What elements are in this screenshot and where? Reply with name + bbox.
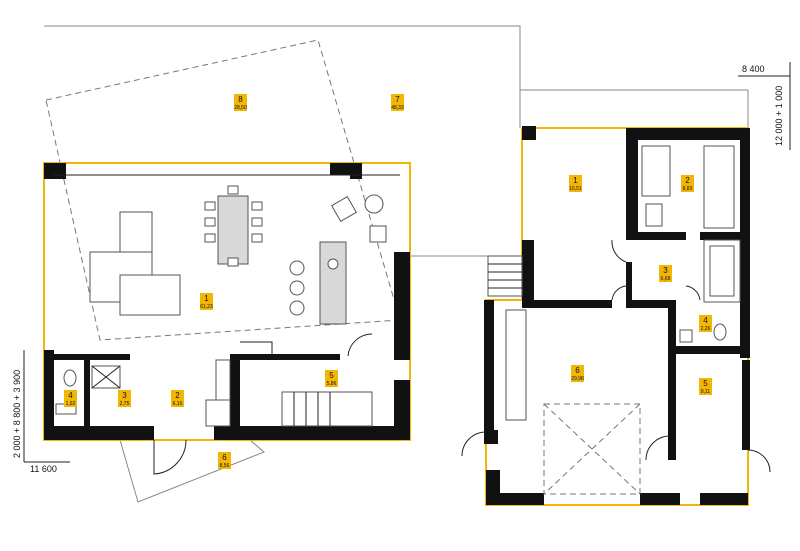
room-label-g6: 6 8,56: [218, 452, 231, 469]
kitchen-island: [289, 241, 347, 325]
upper-door-3: [685, 285, 701, 301]
dimension-right: 8 400 12 000 + 1 000: [738, 62, 791, 150]
upper-door-4: [645, 435, 671, 461]
svg-text:6,16: 6,16: [173, 401, 183, 407]
room-label-g3: 3 2,75: [118, 390, 131, 407]
svg-text:8: 8: [238, 95, 243, 104]
svg-text:6: 6: [222, 453, 227, 462]
upper-door-2: [611, 285, 627, 301]
svg-text:6,68: 6,68: [661, 276, 671, 282]
room-label-u1: 1 16,51: [569, 175, 582, 192]
svg-text:7: 7: [395, 95, 400, 104]
svg-text:4: 4: [68, 391, 73, 400]
upper-floor-walls: [484, 126, 750, 505]
svg-text:8,11: 8,11: [701, 389, 711, 395]
svg-text:4: 4: [703, 316, 708, 325]
terrace-outline-right: [520, 89, 749, 128]
ground-floor-walls: [44, 163, 410, 440]
svg-text:1: 1: [573, 176, 578, 185]
dining-table: [204, 185, 263, 267]
room-label-g8: 8 28,50: [234, 94, 247, 111]
armchairs: [331, 194, 387, 243]
svg-text:12 000 + 1 000: 12 000 + 1 000: [774, 86, 784, 146]
bathroom-fixtures: [679, 239, 741, 343]
entry-outline: [119, 439, 265, 503]
svg-text:5: 5: [329, 371, 334, 380]
upper-stair: [487, 255, 527, 421]
dimension-left: 2 000 + 8 800 + 3 900 11 600: [12, 350, 70, 474]
upper-door-1: [611, 239, 627, 263]
room-label-u6: 6 29,98: [571, 365, 584, 382]
upper-door-6: [747, 449, 771, 473]
svg-text:28,50: 28,50: [234, 105, 247, 111]
room-label-u5: 5 8,11: [699, 378, 712, 395]
svg-text:48,33: 48,33: [391, 105, 404, 111]
svg-text:5: 5: [703, 379, 708, 388]
svg-text:2,75: 2,75: [120, 401, 130, 407]
garage-door: [543, 403, 641, 495]
room-label-g5: 5 5,86: [325, 370, 338, 387]
svg-text:8,83: 8,83: [683, 186, 693, 192]
room-label-g4: 4 1,92: [64, 390, 77, 407]
svg-text:16,51: 16,51: [569, 186, 582, 192]
svg-text:6: 6: [575, 366, 580, 375]
room-label-u2: 2 8,83: [681, 175, 694, 192]
room-label-g7: 7 48,33: [391, 94, 404, 111]
svg-text:2,26: 2,26: [701, 326, 711, 332]
room-label-u3: 3 6,68: [659, 265, 672, 282]
ground-stair: [205, 341, 373, 427]
svg-text:1,92: 1,92: [66, 401, 76, 407]
svg-text:61,23: 61,23: [200, 304, 213, 310]
svg-text:1: 1: [204, 294, 209, 303]
svg-text:11 600: 11 600: [30, 464, 57, 474]
svg-text:2: 2: [175, 391, 180, 400]
svg-text:3: 3: [663, 266, 668, 275]
room-label-u4: 4 2,26: [699, 315, 712, 332]
svg-text:2: 2: [685, 176, 690, 185]
svg-text:8,56: 8,56: [220, 463, 230, 469]
svg-text:29,98: 29,98: [571, 376, 584, 382]
entry-door: [153, 439, 187, 475]
terrace-outline: [44, 25, 521, 128]
wc-fixtures: [55, 365, 121, 415]
svg-text:8 400: 8 400: [742, 64, 765, 74]
room-label-g1: 1 61,23: [200, 293, 213, 310]
room-label-g2: 2 6,16: [171, 390, 184, 407]
kitchen-door: [347, 333, 373, 357]
bedroom-furniture: [641, 145, 735, 229]
sofa: [89, 211, 181, 316]
svg-text:3: 3: [122, 391, 127, 400]
upper-door-5: [461, 431, 487, 457]
svg-text:5,86: 5,86: [327, 381, 337, 387]
svg-text:2 000 + 8 800 + 3 900: 2 000 + 8 800 + 3 900: [12, 370, 22, 458]
